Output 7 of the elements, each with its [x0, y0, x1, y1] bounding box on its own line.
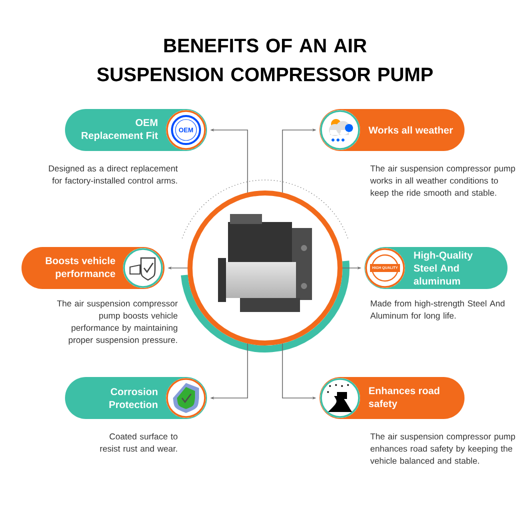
description-text: Made from high-strength Steel And Aluminum for long life. [370, 300, 504, 320]
title: BENEFITS OF AN AIR SUSPENSION COMPRESSOR PUMP [97, 38, 433, 82]
description-text: The air suspension compressor pump works in all weather conditions to keep the ride smooth and stable. [370, 165, 516, 198]
description-text: The air suspension compressor pump boosts vehicle performance by maintaining proper suspension pressure. [57, 300, 178, 345]
description-text: Designed as a direct replacement for factory-installed control arms. [48, 165, 178, 186]
description-text: Coated surface to resist rust and wear. [100, 433, 178, 452]
description-text: The air suspension compressor pump enhances road safety by keeping the vehicle balanced and stable. [370, 433, 516, 464]
